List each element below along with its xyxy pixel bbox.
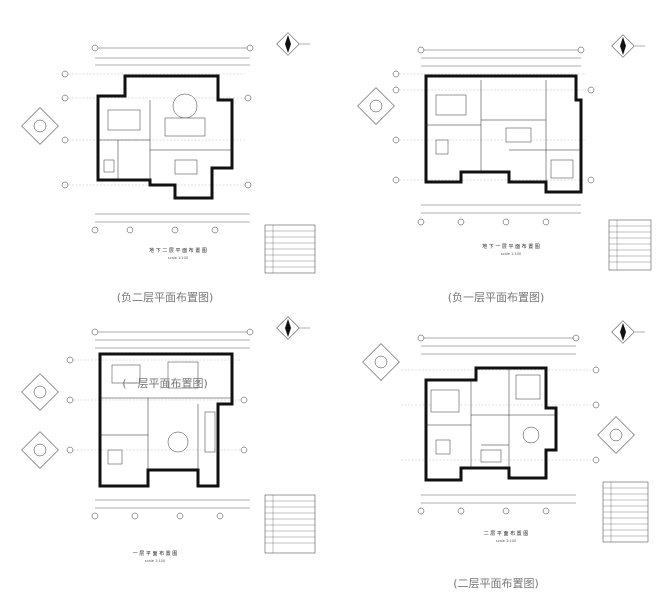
plan-panel-b1: 地 下 一 层 平 面 布 置 图 scale 1:100 (负一层平面布置图) (331, 0, 661, 304)
furniture (107, 361, 216, 465)
north-arrow-icon (611, 34, 645, 58)
furniture (430, 374, 541, 463)
grid-lines (392, 70, 595, 184)
plan-scale: scale 1:100 (168, 256, 188, 260)
index-symbol-left-lower (21, 431, 59, 469)
furniture (435, 94, 574, 179)
interior-partitions (98, 100, 232, 180)
plan-caption: (二层平面布置图) (453, 577, 539, 590)
exterior-walls (98, 352, 234, 488)
interior-partitions (100, 397, 232, 470)
grid-lines (66, 356, 248, 454)
plan-scale: scale 1:100 (501, 252, 521, 256)
legend-table (264, 224, 316, 274)
plan-title: 地 下 二 层 平 面 布 置 图 (149, 247, 207, 254)
plan-title: 地 下 一 层 平 面 布 置 图 (482, 243, 540, 250)
bottom-dimensions (91, 499, 250, 520)
bottom-dimensions (417, 494, 576, 515)
plan-scale: scale 1:100 (496, 539, 516, 543)
plan-caption: (一层平面布置图) (122, 377, 208, 390)
plan-title: 一 层 平 面 布 置 图 (133, 550, 178, 557)
interior-partitions (426, 368, 556, 468)
exterior-walls (96, 74, 234, 200)
legend-table (608, 219, 652, 271)
furniture (103, 93, 206, 175)
plan-scale: scale 1:100 (145, 559, 165, 563)
north-arrow-icon (611, 320, 645, 344)
floor-plan-b2-drawing: 地 下 二 层 平 面 布 置 图 scale 1:100 (21, 32, 316, 274)
plan-panel-f2: 二 层 平 面 布 置 图 scale 1:100 (二层平面布置图) (331, 300, 661, 600)
index-symbol-right (597, 416, 635, 454)
dimension-lines-top (417, 46, 585, 67)
plan-title: 二 层 平 面 布 置 图 (484, 530, 529, 537)
plan-caption: (负二层平面布置图) (116, 291, 214, 304)
floor-plan-f1-drawing: 一 层 平 面 布 置 图 scale 1:100 (21, 316, 316, 563)
floor-plan-b1-drawing: 地 下 一 层 平 面 布 置 图 scale 1:100 (357, 34, 652, 271)
grid-lines (61, 70, 252, 189)
bottom-dimensions (417, 204, 581, 226)
plan-panel-f1: 一 层 平 面 布 置 图 scale 1:100 (一层平面布置图) (0, 300, 330, 600)
index-symbol-left (21, 107, 59, 145)
index-symbol-left-upper (21, 373, 59, 411)
north-arrow-icon (276, 32, 310, 56)
dimension-lines-top (91, 44, 254, 66)
plan-panel-b2: 地 下 二 层 平 面 布 置 图 scale 1:100 (负二层平面布置图) (0, 0, 330, 304)
legend-table (264, 494, 316, 554)
floor-plan-f2-drawing: 二 层 平 面 布 置 图 scale 1:100 (362, 320, 649, 543)
plan-caption: (负一层平面布置图) (447, 291, 545, 304)
index-symbol-upper (362, 343, 400, 381)
interior-partitions (426, 80, 581, 182)
dimension-lines-top (91, 328, 254, 349)
north-arrow-icon (276, 316, 310, 340)
dimension-lines-top (417, 334, 580, 355)
bottom-dimensions (91, 213, 250, 234)
index-symbol-left (357, 87, 395, 125)
legend-table (602, 481, 649, 543)
exterior-walls (424, 366, 558, 482)
